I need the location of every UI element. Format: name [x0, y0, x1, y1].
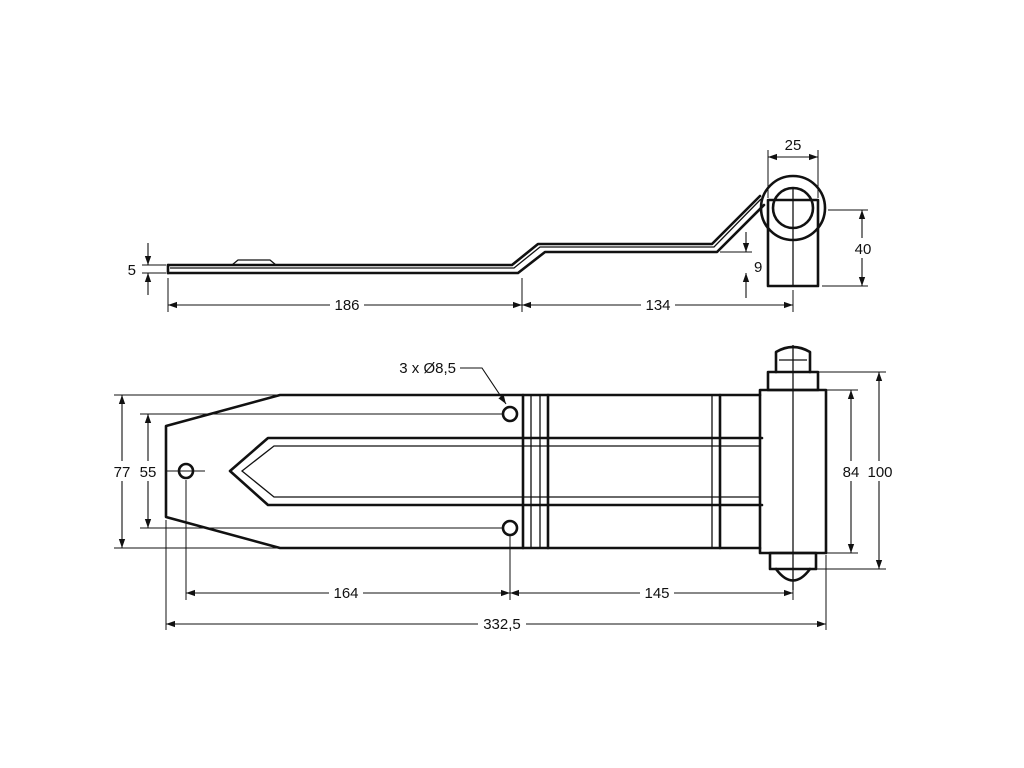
dim-hole-to-pin-label: 145 — [644, 585, 669, 602]
dim-holes-label: 3 x Ø8,5 — [399, 360, 456, 377]
dim-knuckle-height-label: 40 — [855, 241, 872, 258]
plan-rib-inner — [240, 445, 760, 498]
plan-center-rib — [228, 436, 764, 507]
dim-pin-length-label: 100 — [867, 464, 892, 481]
side-strap-bottom-edge — [166, 203, 766, 275]
side-strap-inner-line — [170, 198, 762, 269]
pin-nut — [766, 370, 820, 392]
plan-bend-lines — [521, 393, 722, 550]
plan-view: 77 55 3 x Ø8,5 164 145 332,5 84 — [110, 345, 896, 633]
dim-hole-to-hole-label: 164 — [333, 585, 358, 602]
hole-bottom — [501, 519, 519, 537]
side-bolt-head — [231, 259, 277, 266]
dim-flat-length-label: 186 — [334, 297, 359, 314]
pin-bottom-collar — [768, 551, 818, 571]
dim-knuckle-length-label: 84 — [843, 464, 860, 481]
dim-knuckle-width-label: 25 — [785, 137, 802, 154]
side-view: 5 186 134 9 25 40 — [128, 137, 876, 314]
dim-offset-length-label: 134 — [645, 297, 670, 314]
plan-strap-outline — [164, 393, 762, 550]
dim-hole-spacing-label: 55 — [140, 464, 157, 481]
dim-overall-length-label: 332,5 — [483, 616, 521, 633]
dim-outer-width-label: 77 — [114, 464, 131, 481]
side-strap-top-edge — [166, 194, 762, 267]
dim-thickness-label: 5 — [128, 262, 136, 279]
dim-offset-height-label: 9 — [754, 259, 762, 276]
pin-bottom-end — [774, 567, 812, 582]
hole-top — [501, 405, 519, 423]
pin-top-end — [774, 345, 812, 374]
